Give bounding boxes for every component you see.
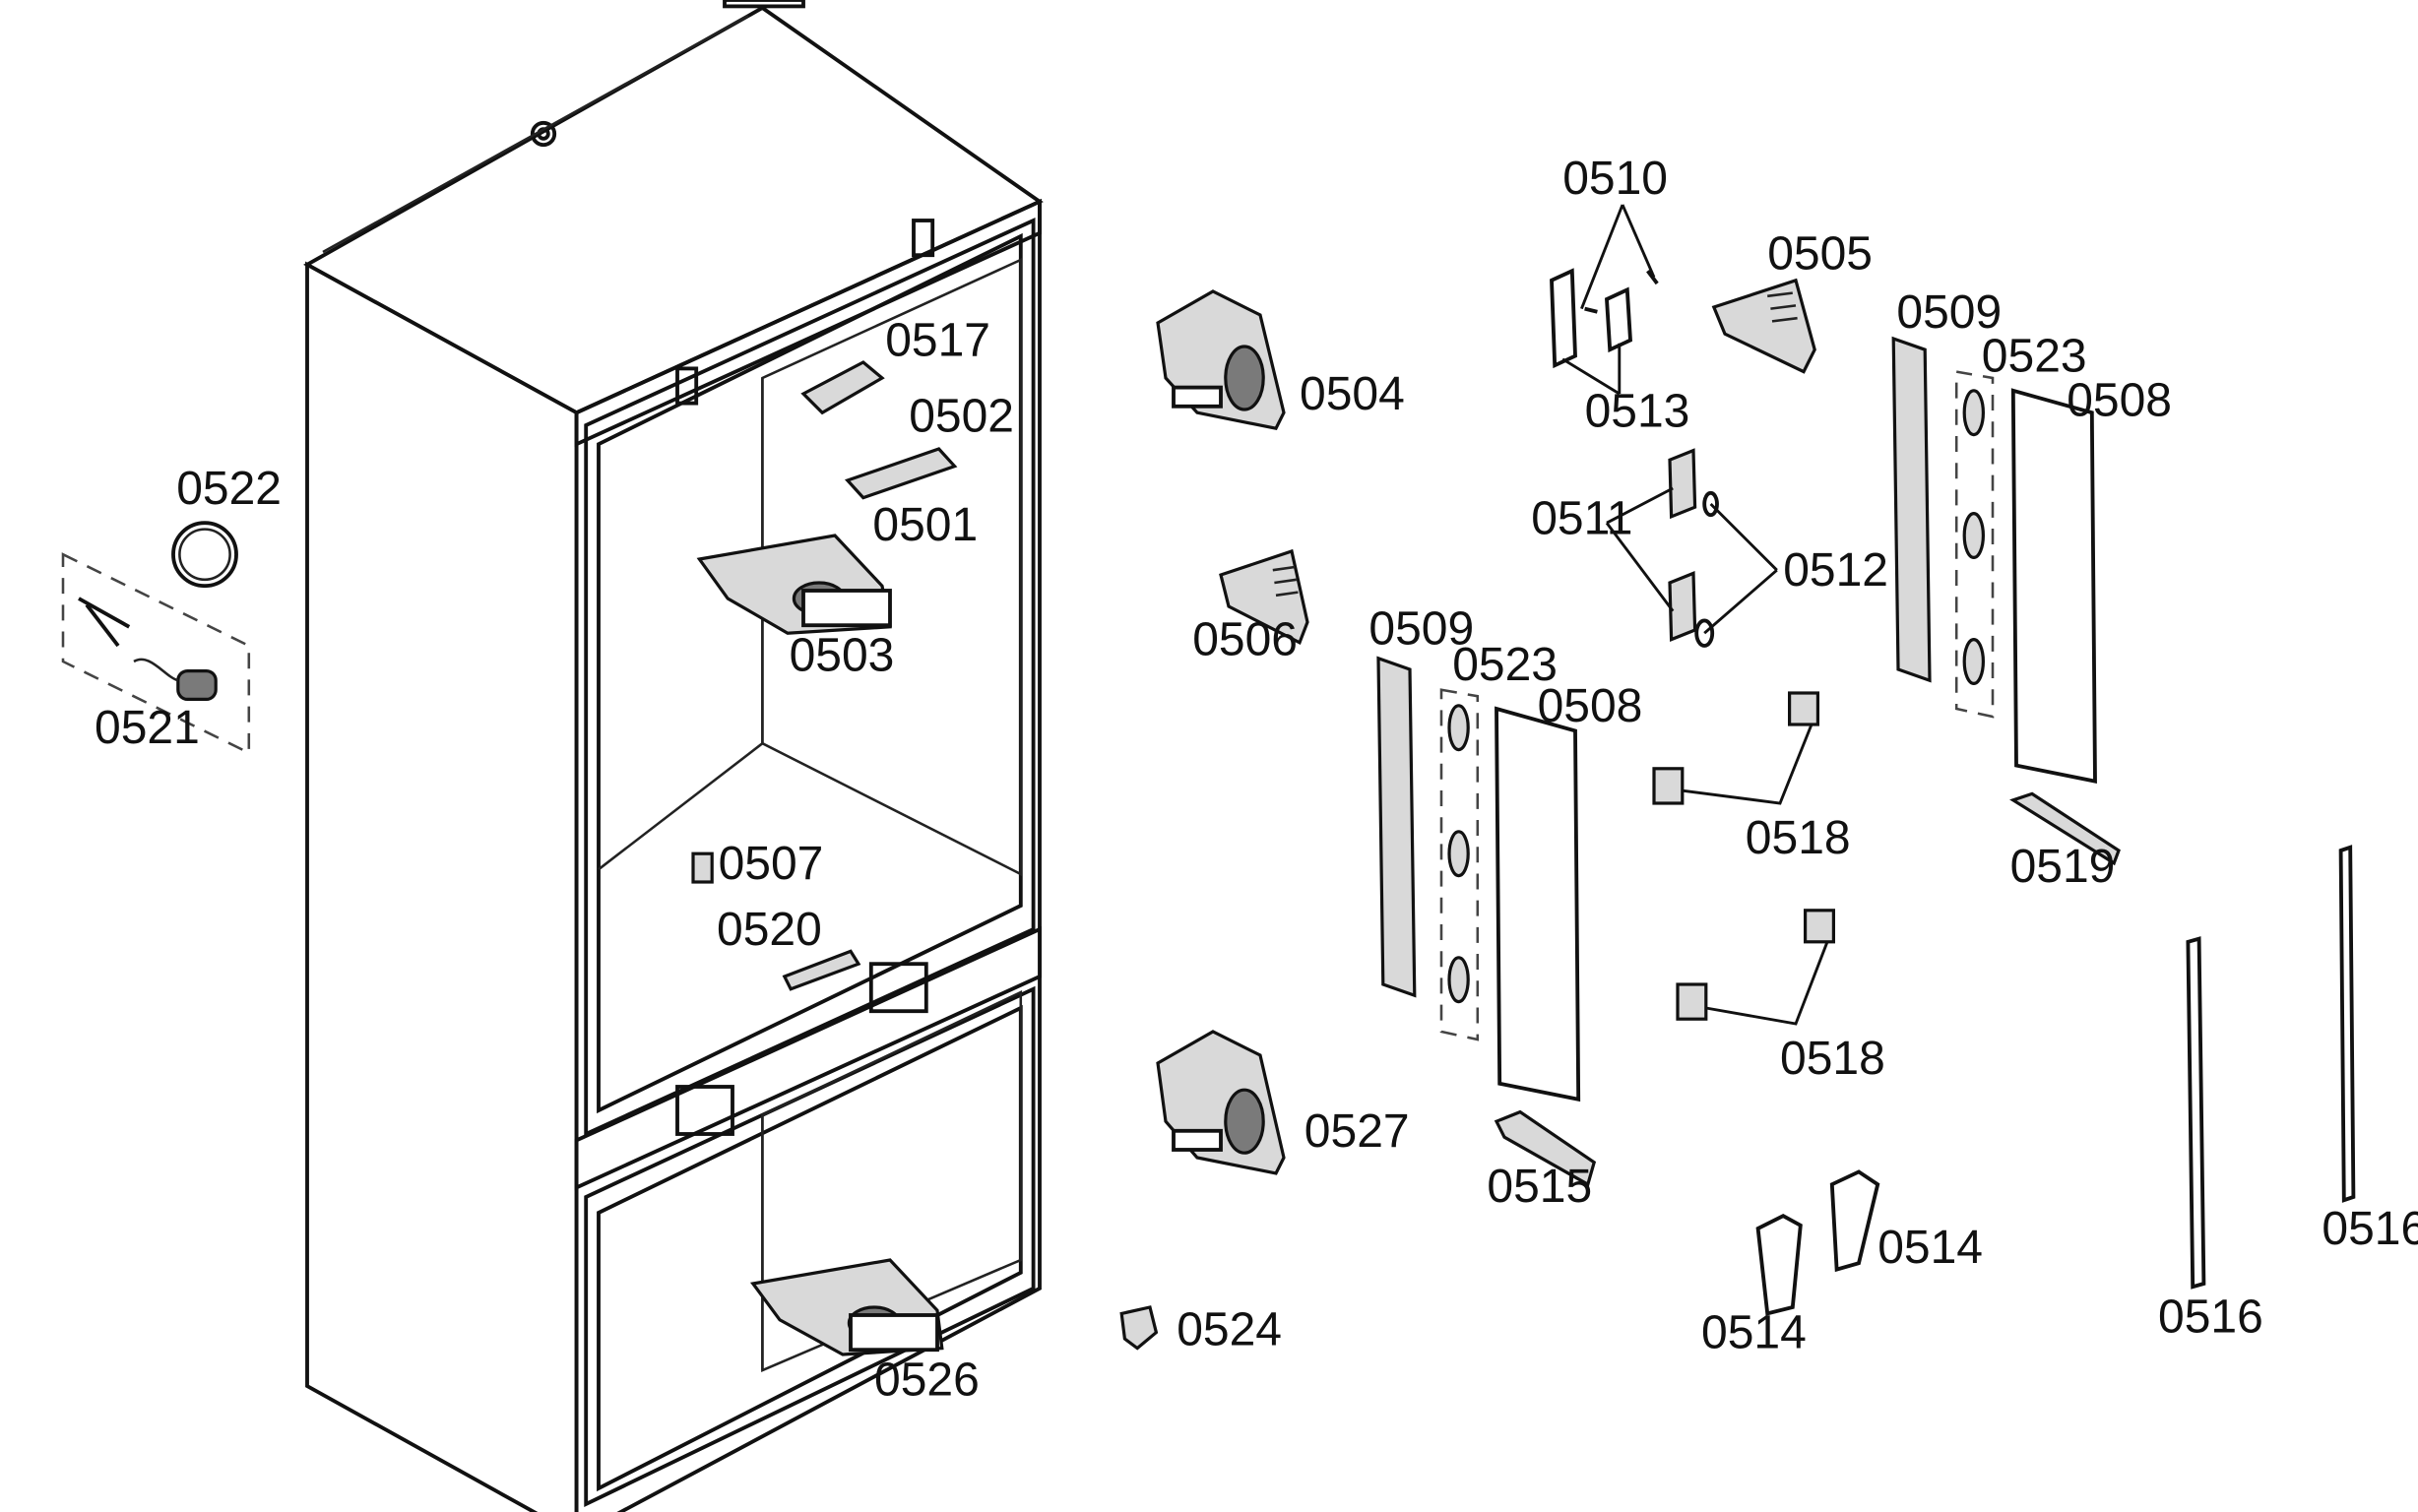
part-0509-shape-left [1376,656,1417,998]
part-0523-shape-right [1954,370,1995,719]
label-0527: 0527 [1304,1105,1410,1158]
label-0515: 0515 [1487,1161,1592,1213]
part-0518-shape-c [1804,909,1835,944]
label-0506: 0506 [1192,614,1298,666]
label-0521: 0521 [95,702,200,754]
label-0509-right: 0509 [1896,286,2002,339]
label-0524: 0524 [1177,1303,1282,1355]
label-0511: 0511 [1531,492,1632,544]
part-0518-shape-d [1676,982,1708,1021]
part-0516-shape-right [2338,845,2356,1203]
label-0513: 0513 [1585,386,1690,438]
part-0524-shape [1119,1305,1159,1351]
part-0518-shape-a [1788,691,1819,726]
part-0508-shape-left [1495,706,1581,1102]
part-0518-shape-b [1652,767,1685,805]
part-0522-shape [171,521,238,589]
label-0517: 0517 [885,315,990,367]
part-0511-shape-b [1668,571,1697,642]
label-0520: 0520 [717,904,822,956]
part-0504-shape [1156,289,1286,431]
part-0516-shape-left [2186,936,2206,1290]
part-0507-shape [691,851,714,884]
part-0527-shape [1156,1030,1286,1175]
label-0505: 0505 [1767,228,1873,281]
label-0514-right: 0514 [1877,1222,1983,1274]
label-0523-left: 0523 [1452,639,1558,691]
part-0505-shape [1711,278,1816,374]
part-0520-shape [782,949,861,991]
part-0509-shape-right [1891,336,1932,683]
part-0526-shape [749,1258,944,1356]
part-0502-shape [844,447,958,500]
label-0501: 0501 [872,499,978,551]
label-0518-upper: 0518 [1746,812,1851,864]
refrigerator-cabinet [303,0,1044,1512]
label-0502: 0502 [909,390,1014,442]
part-0515-shape [1494,1109,1597,1187]
part-0513-shape-a [1550,268,1577,369]
part-0506-shape [1219,548,1309,646]
label-0516-right: 0516 [2322,1203,2418,1255]
part-0511-shape-a [1668,448,1697,520]
label-0519: 0519 [2010,841,2116,893]
leader-lines [1561,204,1829,1026]
label-0526: 0526 [874,1354,980,1407]
label-0512: 0512 [1783,544,1888,597]
label-0516-left: 0516 [2158,1292,2263,1344]
part-0512-shape-a [1702,490,1719,518]
part-labels: 0517 0502 0501 0503 0522 0521 0507 0520 … [95,153,2418,1407]
part-0521-shape [61,552,251,755]
label-0510: 0510 [1562,153,1668,205]
part-0514-shape-b [1829,1169,1880,1273]
label-0522: 0522 [176,463,282,515]
part-0523-shape-left [1439,688,1480,1041]
part-0503-shape [696,534,892,635]
part-0519-shape [2009,791,2121,866]
label-0518-lower: 0518 [1780,1033,1885,1085]
label-0509-left: 0509 [1368,602,1474,655]
label-0504: 0504 [1300,368,1405,420]
part-0513-shape-b [1605,286,1632,353]
part-0508-shape-right [2010,388,2097,784]
label-0514-left: 0514 [1701,1307,1807,1359]
label-0507: 0507 [719,838,824,890]
label-0523-right: 0523 [1982,331,2087,383]
part-0517-shape [800,360,885,415]
label-0508-left: 0508 [1538,680,1643,732]
label-0503: 0503 [790,630,895,682]
label-0508-right: 0508 [2067,374,2172,426]
part-0512-shape-b [1694,618,1715,648]
part-0514-shape-a [1755,1214,1803,1316]
